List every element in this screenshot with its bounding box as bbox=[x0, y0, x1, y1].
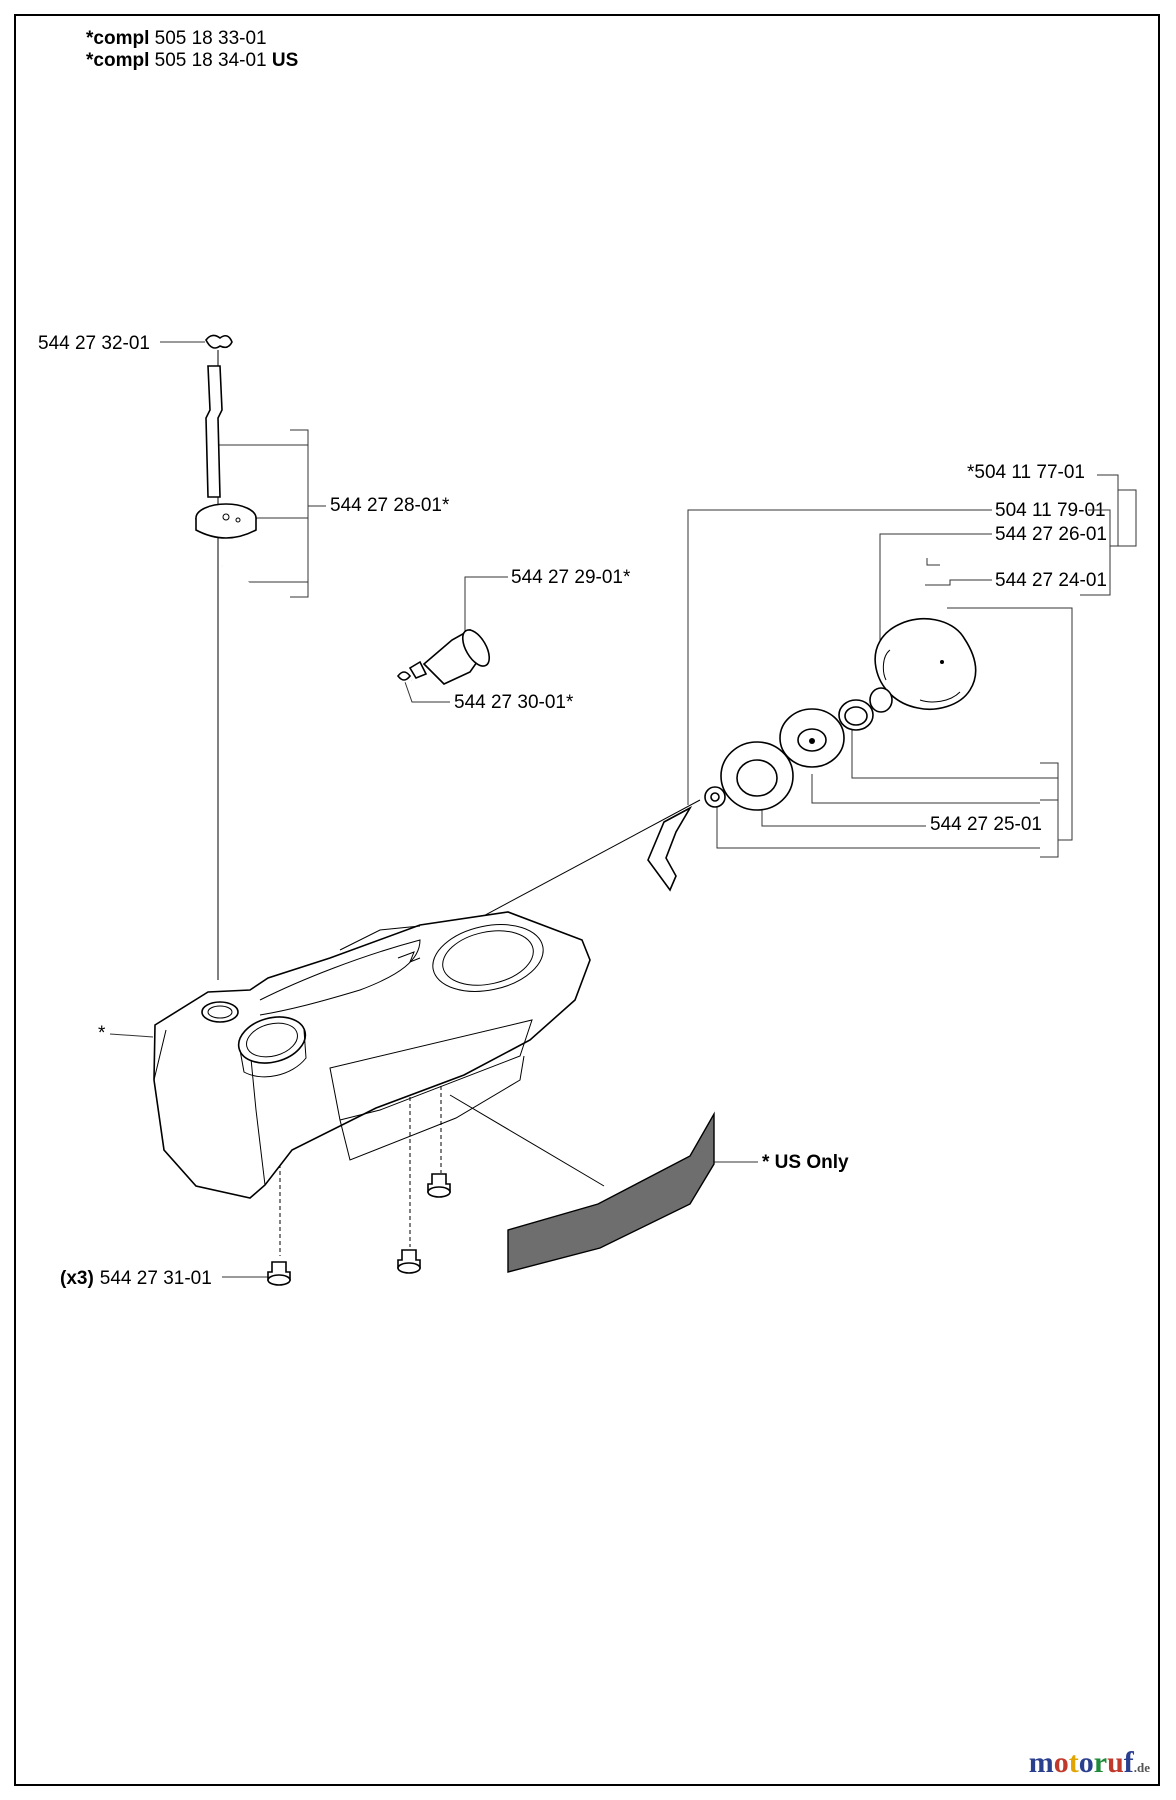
hose-clip[interactable] bbox=[205, 334, 233, 349]
fuel-filter[interactable] bbox=[408, 626, 495, 685]
screw[interactable] bbox=[397, 1249, 421, 1274]
cap-washer[interactable] bbox=[779, 708, 845, 768]
cap-valve[interactable] bbox=[869, 687, 893, 713]
fuel-tank[interactable] bbox=[153, 911, 591, 1199]
callout-label-544-27-24-01[interactable]: 544 27 24-01 bbox=[995, 570, 1107, 591]
assembly-line-1: *compl 505 18 33-01 bbox=[86, 28, 298, 50]
fuel-cap[interactable] bbox=[874, 617, 977, 710]
callout-label-us-only[interactable]: * US Only bbox=[762, 1152, 849, 1173]
callout-label-asterisk[interactable]: * bbox=[98, 1023, 106, 1044]
callout-label-544-27-30-01[interactable]: 544 27 30-01* bbox=[454, 692, 574, 713]
watermark-letter: u bbox=[1107, 1746, 1124, 1779]
tether-seal[interactable] bbox=[704, 786, 726, 808]
vent-hose[interactable] bbox=[205, 365, 223, 498]
watermark-letter: m bbox=[1028, 1746, 1054, 1779]
assembly-line-2: *compl 505 18 34-01 US bbox=[86, 50, 298, 72]
watermark-letter: t bbox=[1068, 1746, 1079, 1779]
callout-label-544-27-28-01[interactable]: 544 27 28-01* bbox=[330, 495, 450, 516]
callout-label-544-27-31-01[interactable]: (x3) 544 27 31-01 bbox=[60, 1268, 212, 1289]
fuel-cap-assembly bbox=[647, 617, 977, 892]
callout-label-504-11-77-01[interactable]: *504 11 77-01 bbox=[967, 462, 1085, 483]
quantity-prefix: (x3) bbox=[60, 1268, 94, 1289]
callout-label-544-27-29-01[interactable]: 544 27 29-01* bbox=[511, 567, 631, 588]
callout-label-544-27-25-01[interactable]: 544 27 25-01 bbox=[930, 814, 1042, 835]
hose-clamp[interactable] bbox=[396, 671, 412, 681]
compl-prefix: *compl bbox=[86, 50, 150, 71]
drawing-frame bbox=[14, 14, 1160, 1786]
screw[interactable] bbox=[427, 1173, 451, 1198]
watermark-logo: motoruf.de bbox=[1029, 1746, 1150, 1780]
cap-gasket[interactable] bbox=[720, 741, 794, 811]
region-suffix: US bbox=[271, 50, 299, 71]
screw[interactable] bbox=[267, 1261, 291, 1286]
pickup-assembly bbox=[195, 334, 495, 754]
callout-label-544-27-32-01[interactable]: 544 27 32-01 bbox=[38, 333, 150, 354]
watermark-letter: f bbox=[1123, 1746, 1134, 1779]
watermark-letter: o bbox=[1078, 1746, 1094, 1779]
watermark-text: motoruf bbox=[1029, 1746, 1134, 1779]
assembly-number: 505 18 33-01 bbox=[154, 28, 267, 49]
callout-label-504-11-79-01[interactable]: 504 11 79-01 bbox=[995, 500, 1106, 521]
watermark-letter: o bbox=[1053, 1746, 1069, 1779]
compl-prefix: *compl bbox=[86, 28, 150, 49]
part-number: 544 27 31-01 bbox=[100, 1268, 212, 1289]
watermark-suffix: .de bbox=[1133, 1760, 1150, 1775]
retaining-ring[interactable] bbox=[838, 699, 874, 731]
callout-label-544-27-26-01[interactable]: 544 27 26-01 bbox=[995, 524, 1107, 545]
watermark-letter: r bbox=[1093, 1746, 1108, 1779]
assembly-header: *compl 505 18 33-01 *compl 505 18 34-01 … bbox=[86, 28, 298, 72]
cap-tether[interactable] bbox=[647, 805, 693, 892]
warning-label-decal[interactable] bbox=[507, 1111, 715, 1273]
assembly-number: 505 18 34-01 bbox=[154, 50, 267, 71]
